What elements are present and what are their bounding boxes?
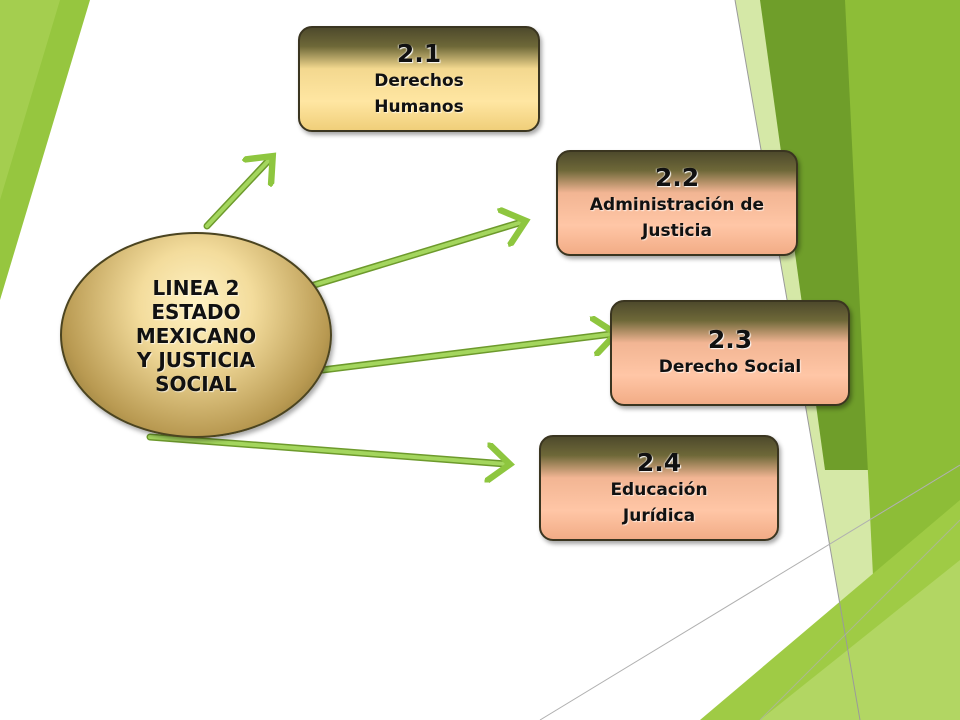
box-label: Humanos (374, 97, 464, 117)
center-line: MEXICANO (135, 324, 257, 348)
box-label: Justicia (642, 221, 712, 241)
center-line: Y JUSTICIA (136, 348, 256, 372)
box-number: 2.3 (707, 325, 753, 354)
box-2-1-derechos-humanos: 2.1 Derechos Humanos (298, 26, 540, 132)
decor-line-2 (539, 464, 960, 720)
box-label: Educación (610, 480, 708, 500)
box-number: 2.4 (636, 448, 682, 477)
center-ellipse: LINEA 2 ESTADO MEXICANO Y JUSTICIA SOCIA… (60, 232, 332, 438)
box-number: 2.2 (654, 163, 700, 192)
box-label: Jurídica (622, 506, 696, 526)
box-number: 2.1 (396, 39, 442, 68)
right-green-triangle-bottom (760, 560, 960, 720)
box-2-4-educacion-juridica: 2.4 Educación Jurídica (539, 435, 779, 541)
box-2-2-administracion-justicia: 2.2 Administración de Justicia (556, 150, 798, 256)
center-line: SOCIAL (155, 372, 237, 396)
box-2-3-derecho-social: 2.3 Derecho Social (610, 300, 850, 406)
center-line: LINEA 2 (152, 276, 240, 300)
left-green-strip-shade (0, 0, 60, 200)
decor-line-3 (759, 519, 960, 720)
center-title: LINEA 2 ESTADO MEXICANO Y JUSTICIA SOCIA… (136, 276, 256, 396)
box-label: Derecho Social (658, 357, 802, 377)
box-label: Administración de (589, 195, 765, 215)
center-line: ESTADO (151, 300, 241, 324)
box-label: Derechos (374, 71, 464, 91)
